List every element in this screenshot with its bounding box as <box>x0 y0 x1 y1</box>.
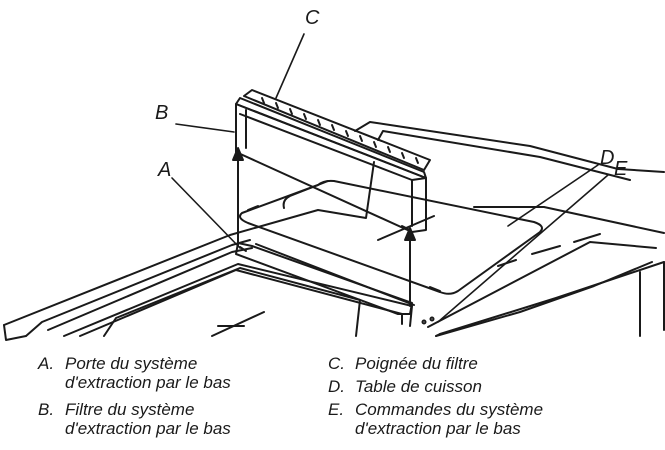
legend-text-e-1: Commandes du système <box>355 400 544 419</box>
cooking-zone-d <box>239 179 543 295</box>
leader-a <box>171 177 241 249</box>
insertion-arrows <box>232 147 435 307</box>
callout-e: E <box>614 158 628 180</box>
legend-key-b: B. <box>38 400 55 419</box>
cooktop-outline <box>3 161 665 341</box>
legend-item-e: E. Commandes du système d'extraction par … <box>328 400 543 438</box>
leader-e <box>437 174 609 323</box>
legend-key-d: D. <box>328 377 345 396</box>
leader-c <box>275 33 305 99</box>
legend-text-c-1: Poignée du filtre <box>355 354 478 373</box>
filter-handle <box>243 89 431 171</box>
callout-d: D <box>600 147 615 169</box>
leader-b <box>175 123 235 133</box>
legend-text-a-2: d'extraction par le bas <box>65 373 231 392</box>
leader-d <box>507 164 599 227</box>
legend-text-e-2: d'extraction par le bas <box>355 419 521 438</box>
legend-text-d-1: Table de cuisson <box>355 377 482 396</box>
legend-text-b-1: Filtre du système <box>65 400 195 419</box>
callout-b: B <box>155 102 169 124</box>
legend-item-b: B. Filtre du système d'extraction par le … <box>38 400 231 438</box>
filter-cartridge <box>235 97 427 233</box>
vent-door <box>235 242 415 315</box>
cooking-zone-left <box>103 267 361 337</box>
legend-item-d: D. Table de cuisson <box>328 377 482 396</box>
legend-item-c: C. Poignée du filtre <box>328 354 478 373</box>
control-strip <box>421 233 601 325</box>
legend-key-a: A. <box>38 354 55 373</box>
callout-c: C <box>305 7 320 29</box>
legend-key-e: E. <box>328 400 345 419</box>
rear-panel <box>354 121 665 181</box>
legend-key-c: C. <box>328 354 345 373</box>
glass-surface <box>25 239 657 337</box>
leader-lines <box>171 33 609 323</box>
legend-text-b-2: d'extraction par le bas <box>65 419 231 438</box>
callout-a: A <box>158 159 172 181</box>
legend-item-a: A. Porte du système d'extraction par le b… <box>38 354 231 392</box>
legend-text-a-1: Porte du système <box>65 354 198 373</box>
